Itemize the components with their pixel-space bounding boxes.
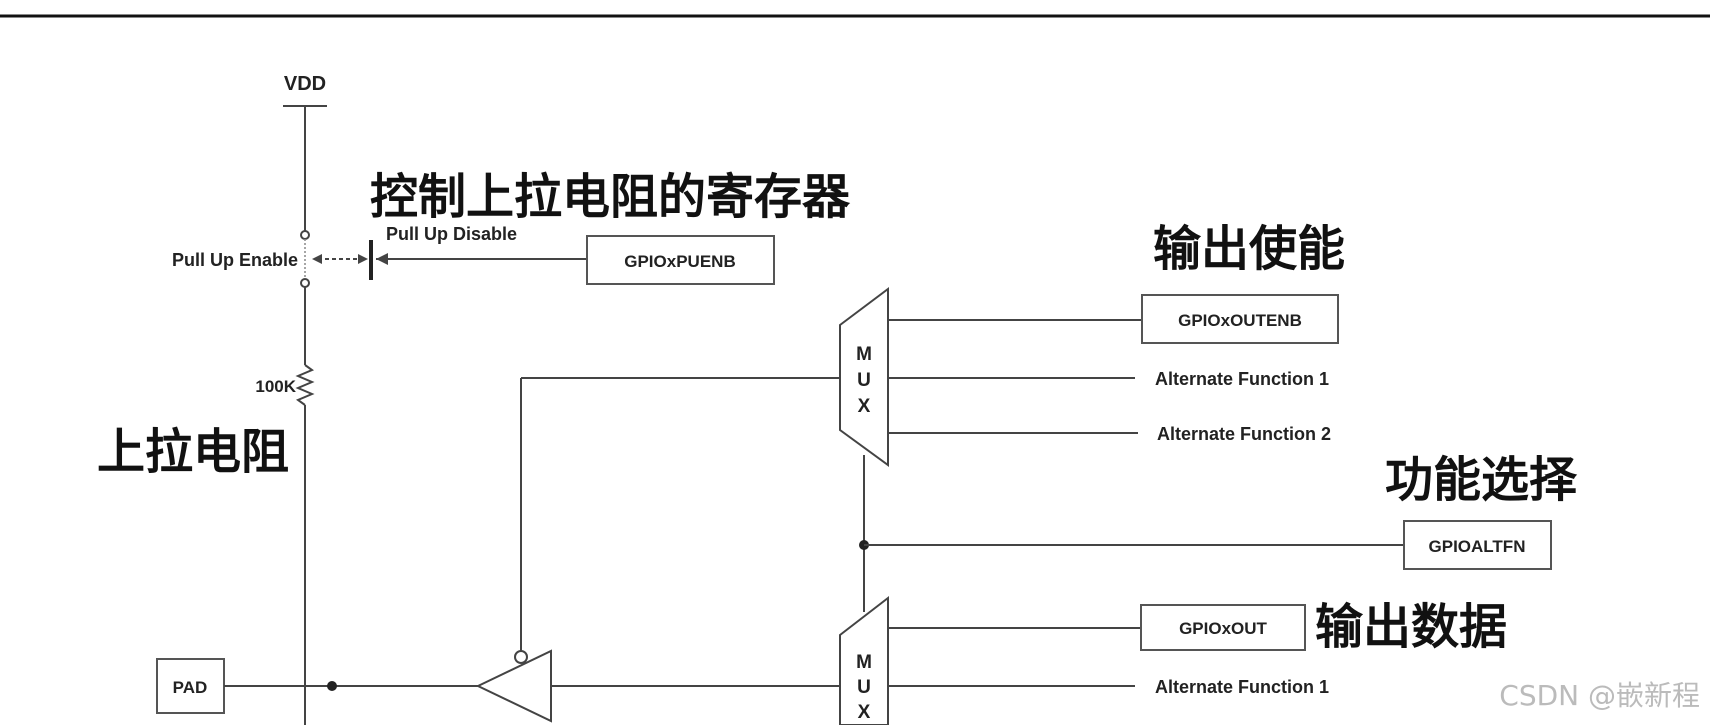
resistor-100k — [295, 364, 315, 406]
pad-node — [327, 681, 337, 691]
buffer-enable-bubble — [514, 650, 528, 664]
annotation-pullup-resistor: 上拉电阻 — [97, 424, 289, 480]
register-altfn-label: GPIOALTFN — [1429, 537, 1526, 556]
register-outenb-label: GPIOxOUTENB — [1178, 311, 1302, 330]
alt-func-2-label: Alternate Function 2 — [1157, 424, 1331, 444]
switch-contact-bottom — [300, 278, 310, 288]
mux-bottom — [839, 595, 889, 725]
puenb-arrowhead — [376, 253, 388, 265]
mux-bottom-letter-x: X — [858, 702, 871, 723]
mux-top-letter-x: X — [858, 396, 871, 417]
pull-up-disable-label: Pull Up Disable — [386, 224, 517, 244]
resistor-value-label: 100K — [255, 377, 296, 396]
pullup-arrow-left — [312, 254, 322, 264]
register-out-label: GPIOxOUT — [1179, 619, 1267, 638]
register-puenb — [586, 235, 775, 285]
vdd-label: VDD — [284, 73, 326, 95]
pull-up-enable-label: Pull Up Enable — [172, 250, 298, 270]
annotation-function-select: 功能选择 — [1385, 452, 1578, 508]
mux-top — [839, 287, 889, 467]
register-puenb-label: GPIOxPUENB — [624, 252, 735, 271]
annotation-output-data: 输出数据 — [1315, 599, 1507, 655]
switch-contact-top — [300, 230, 310, 240]
mux-bottom-letter-m: M — [856, 652, 872, 673]
mux-bottom-letter-u: U — [857, 677, 871, 698]
register-out — [1140, 604, 1306, 651]
input-buffer — [475, 649, 552, 723]
register-outenb — [1141, 294, 1339, 344]
pullup-arrow-right — [358, 254, 368, 264]
watermark: CSDN @嵌新程 — [1499, 679, 1700, 712]
mux-top-letter-m: M — [856, 344, 872, 365]
mux-top-letter-u: U — [857, 370, 871, 391]
pad-label: PAD — [173, 678, 208, 697]
register-altfn — [1403, 520, 1552, 570]
annotation-output-enable: 输出使能 — [1153, 221, 1345, 277]
annotation-pullup-register: 控制上拉电阻的寄存器 — [370, 169, 851, 225]
alt-func-1-label: Alternate Function 1 — [1155, 369, 1329, 389]
alt-func-1-lower-label: Alternate Function 1 — [1155, 677, 1329, 697]
